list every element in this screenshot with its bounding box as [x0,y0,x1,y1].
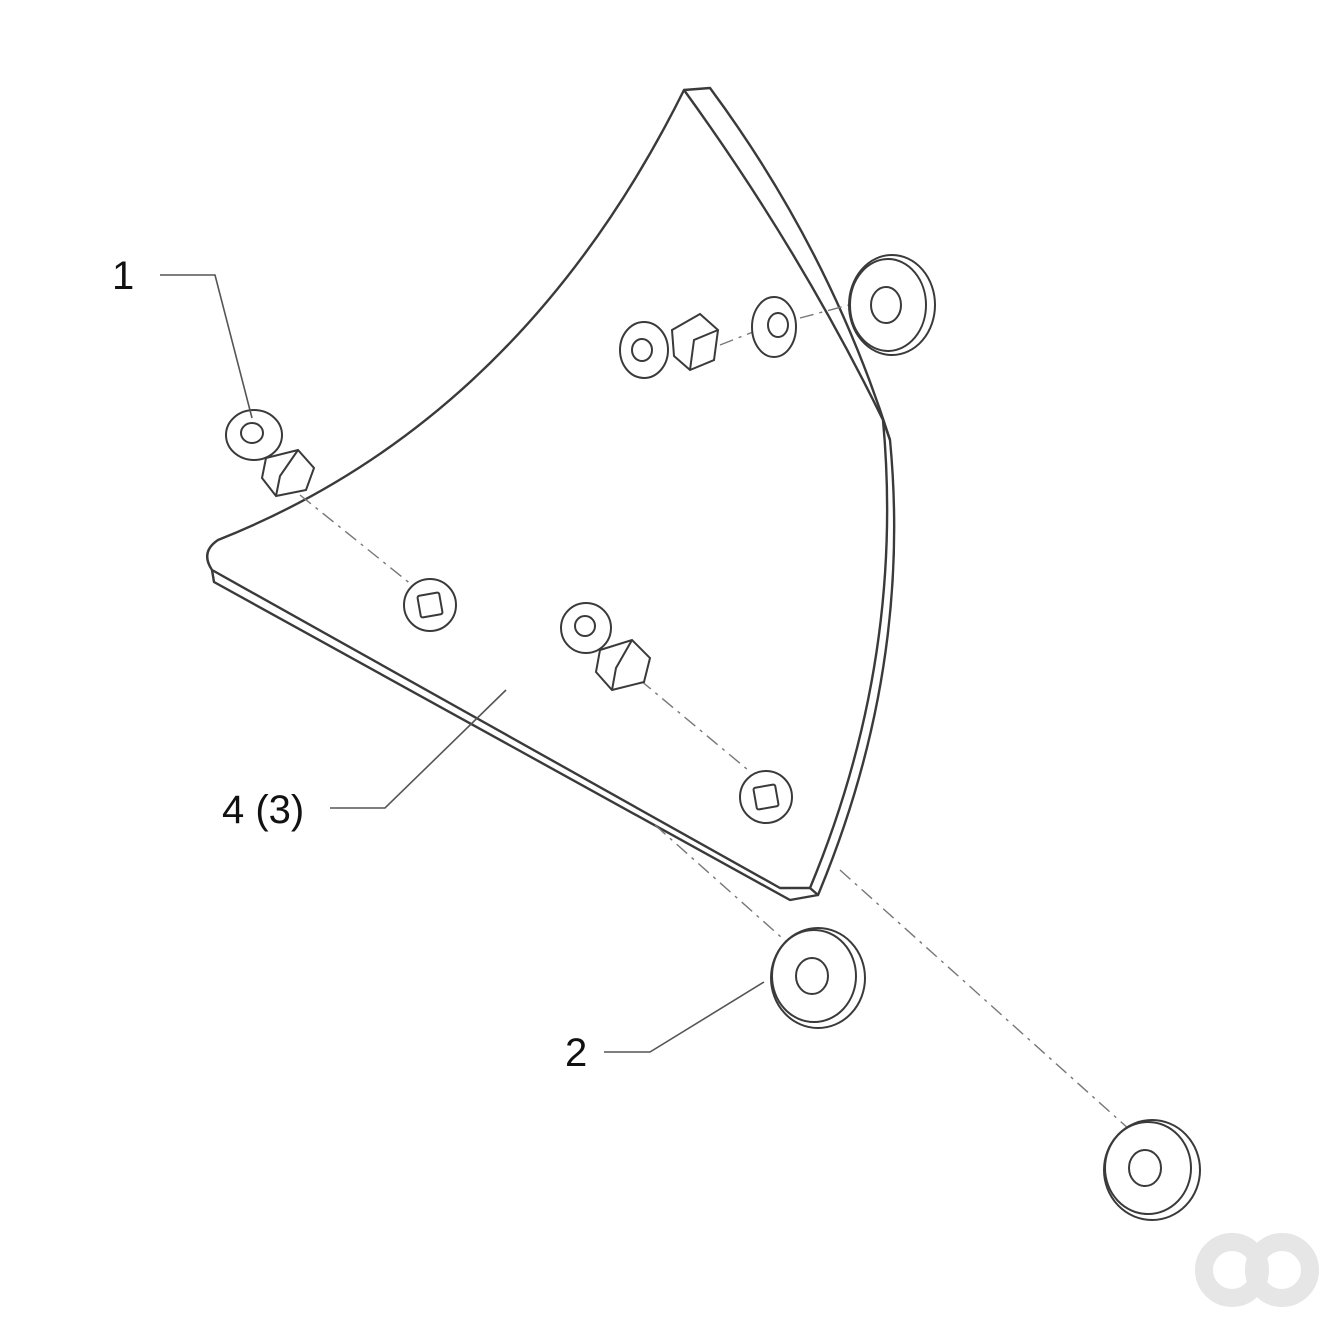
washer-2 [770,927,866,1029]
hole-top [751,296,797,358]
axis-bolt-1 [299,494,413,586]
bolt-left-socket [240,422,264,444]
bolt-top-nut-face [689,329,719,371]
brand-logo-icon [1195,1233,1319,1307]
washer-bottom [1103,1119,1201,1221]
blade-plate-lower-edge [210,569,819,902]
axis-washer-bottom [839,869,1131,1131]
leader-1 [160,274,253,419]
axis-washer-2 [654,824,791,946]
blade-plate-top-rim [683,86,892,441]
callout-part-4: 4 (3) [222,788,305,832]
bolt-center-socket [574,615,596,637]
bolt-top [619,312,720,379]
bolt-center-nut-face [611,639,633,691]
washer-top [848,254,936,356]
bolt-left [225,409,316,498]
axis-bolt-center [639,679,749,771]
bolt-center [560,602,652,692]
washer-bottom-face [1104,1121,1192,1215]
leader-lines [160,274,765,1053]
washer-2-face [771,929,857,1023]
logo-circle-right [1245,1233,1319,1307]
hole-lower-square [752,783,780,811]
washer-top-face [849,258,927,352]
blade-plate [206,86,896,902]
blade-plate-front [206,88,889,890]
leader-4 [330,689,507,809]
washer-2-hole [795,957,829,995]
bolt-left-nut [260,448,316,498]
hole-left [403,578,457,632]
hole-top-inner [767,312,789,338]
bolt-top-nut [670,312,720,372]
callout-part-2: 2 [565,1031,588,1075]
callout-part-1: 1 [112,254,135,298]
washer-top-hole [870,286,902,324]
bolt-top-socket [631,338,653,362]
washer-bottom-hole [1128,1149,1162,1187]
bolt-left-nut-face [275,449,299,497]
hole-left-square [416,591,444,619]
hole-lower [739,770,793,824]
blade-plate-outer-edge [809,419,896,897]
leader-2 [604,981,765,1053]
